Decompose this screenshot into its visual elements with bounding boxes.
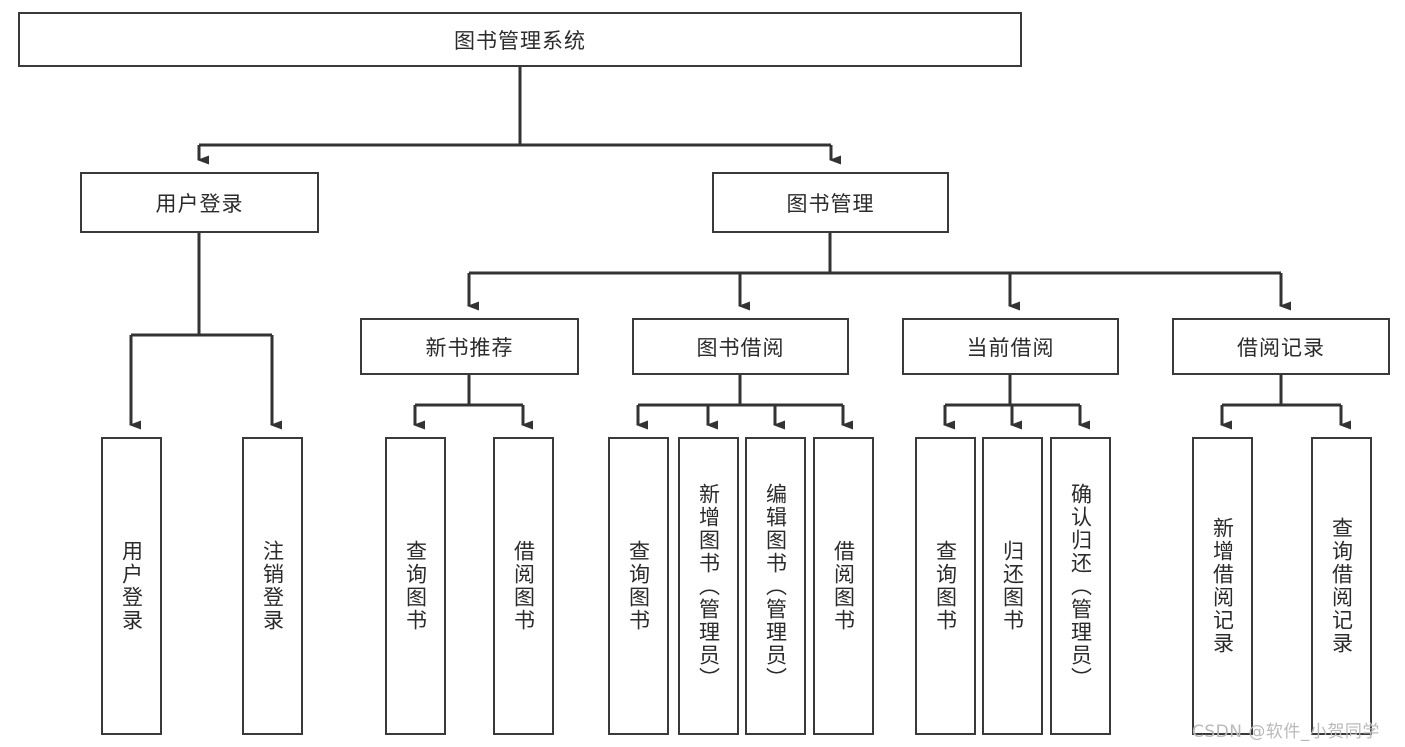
node-leaf-user-logout-label: 注销登录 [260,540,285,632]
node-current-borrow-label: 当前借阅 [966,335,1055,360]
node-leaf-add-record[interactable]: 新增借阅记录 [1192,437,1253,735]
node-leaf-user-logout[interactable]: 注销登录 [242,437,303,735]
node-current-borrow[interactable]: 当前借阅 [902,318,1119,375]
node-leaf-query-book-2-label: 查询图书 [626,540,651,632]
node-root[interactable]: 图书管理系统 [18,12,1022,67]
node-new-book-recommend-label: 新书推荐 [425,335,514,360]
node-borrow-record-label: 借阅记录 [1237,335,1325,360]
node-leaf-query-book-3-label: 查询图书 [933,540,958,632]
node-leaf-query-book-1[interactable]: 查询图书 [385,437,446,735]
node-leaf-confirm-return-label: 确认归还（管理员） [1068,482,1093,690]
node-leaf-add-book[interactable]: 新增图书（管理员） [678,437,739,735]
node-book-borrow[interactable]: 图书借阅 [632,318,849,375]
csdn-watermark: CSDN @软件_小贺同学 [1192,722,1380,742]
node-borrow-record[interactable]: 借阅记录 [1172,318,1390,375]
node-leaf-query-record[interactable]: 查询借阅记录 [1311,437,1372,735]
node-user-login-label: 用户登录 [155,191,244,216]
node-new-book-recommend[interactable]: 新书推荐 [360,318,579,375]
node-leaf-user-login-label: 用户登录 [119,540,144,632]
node-leaf-query-book-3[interactable]: 查询图书 [915,437,976,735]
node-user-login[interactable]: 用户登录 [80,172,319,233]
node-leaf-query-book-2[interactable]: 查询图书 [608,437,669,735]
node-leaf-borrow-book-1[interactable]: 借阅图书 [493,437,554,735]
node-leaf-add-record-label: 新增借阅记录 [1210,517,1235,655]
node-leaf-query-book-1-label: 查询图书 [403,540,428,632]
node-leaf-edit-book-label: 编辑图书（管理员） [763,482,788,690]
node-leaf-add-book-label: 新增图书（管理员） [696,482,721,690]
node-root-label: 图书管理系统 [454,28,586,53]
node-book-borrow-label: 图书借阅 [696,335,785,360]
node-book-manage-label: 图书管理 [786,191,875,216]
node-leaf-return-book[interactable]: 归还图书 [982,437,1043,735]
node-leaf-borrow-book-2-label: 借阅图书 [831,540,856,632]
node-leaf-query-record-label: 查询借阅记录 [1329,517,1354,655]
node-book-manage[interactable]: 图书管理 [712,172,949,233]
node-leaf-user-login[interactable]: 用户登录 [101,437,162,735]
node-leaf-borrow-book-2[interactable]: 借阅图书 [813,437,874,735]
node-leaf-confirm-return[interactable]: 确认归还（管理员） [1050,437,1111,735]
node-leaf-return-book-label: 归还图书 [1000,540,1025,632]
node-leaf-edit-book[interactable]: 编辑图书（管理员） [745,437,806,735]
node-leaf-borrow-book-1-label: 借阅图书 [511,540,536,632]
